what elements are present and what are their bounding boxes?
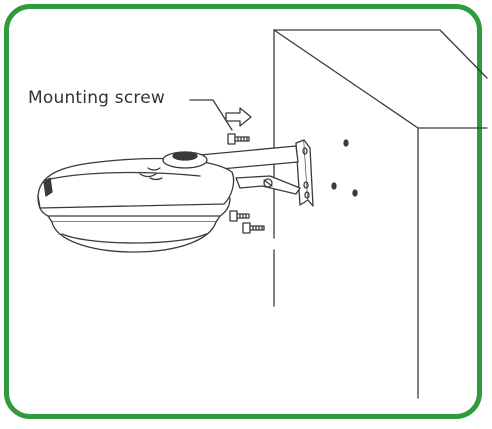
wall-bracket	[199, 139, 314, 207]
screw-bottom-1	[229, 210, 250, 222]
screw-bottom-2	[242, 222, 265, 234]
arrow-right-icon	[225, 107, 252, 127]
figure-frame	[4, 4, 482, 419]
wall-block	[273, 29, 488, 399]
light-fixture	[37, 151, 235, 253]
callout-label: Mounting screw	[28, 88, 165, 108]
screw-top	[227, 133, 250, 145]
